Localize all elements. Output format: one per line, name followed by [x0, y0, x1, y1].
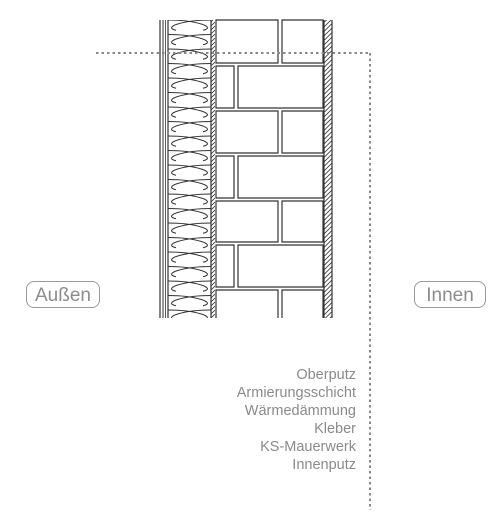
adhesive-layer — [211, 20, 215, 318]
legend-item-masonry: KS-Mauerwerk — [260, 439, 356, 455]
adhesive-hatch — [211, 20, 215, 318]
legend-item-insulation: Wärmedämmung — [244, 403, 356, 419]
brick — [215, 200, 279, 243]
brick — [215, 244, 235, 288]
legend-item-exterior-plaster: Oberputz — [296, 367, 356, 383]
brick — [281, 289, 324, 318]
section-leader-line — [96, 52, 371, 510]
brick — [215, 19, 279, 64]
insulation-layer — [168, 20, 211, 318]
brick — [281, 200, 324, 243]
layer-legend: Oberputz Armierungsschicht Wärmedämmung … — [196, 366, 356, 474]
brick — [237, 65, 324, 109]
legend-item-interior-plaster: Innenputz — [292, 457, 356, 473]
inside-label: Innen — [414, 281, 486, 308]
insulation-pattern — [168, 20, 211, 318]
brick — [215, 289, 279, 318]
brick — [215, 110, 279, 154]
brick — [281, 19, 324, 64]
exterior-plaster-layer — [159, 20, 169, 318]
brick — [215, 155, 235, 199]
outside-label: Außen — [26, 281, 100, 308]
masonry-layer — [215, 19, 324, 318]
brick — [281, 110, 324, 154]
inner-plaster-layer — [324, 20, 332, 318]
legend-item-reinforcement: Armierungsschicht — [236, 385, 356, 401]
brick — [237, 155, 324, 199]
inner-plaster-hatch — [324, 20, 332, 318]
legend-item-adhesive: Kleber — [314, 421, 356, 437]
brick — [237, 244, 324, 288]
brick — [215, 65, 235, 109]
